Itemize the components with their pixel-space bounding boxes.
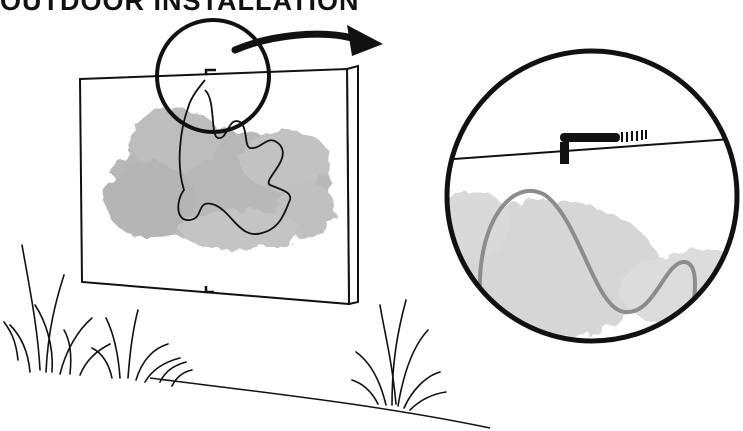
canvas-board [80, 66, 358, 304]
arrow-icon [235, 25, 383, 56]
ground-line [150, 378, 490, 428]
